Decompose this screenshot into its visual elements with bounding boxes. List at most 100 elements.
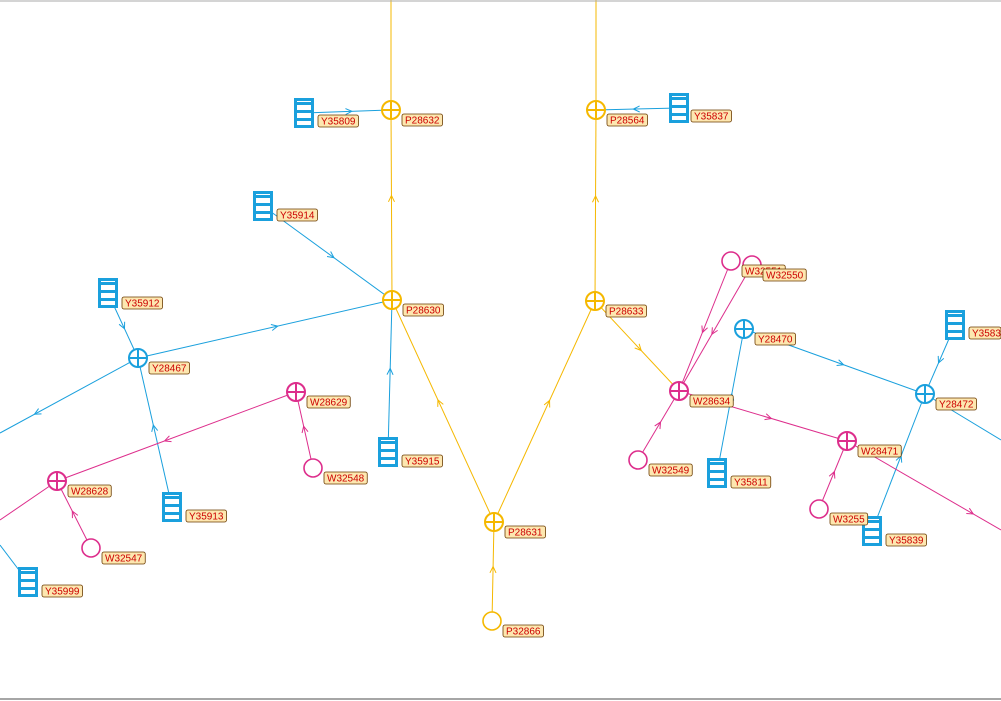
label-box	[605, 304, 647, 318]
cabinet-bar	[865, 528, 879, 531]
node-P28633[interactable]	[585, 291, 605, 311]
cabinet-bar	[297, 110, 311, 113]
node-W28629[interactable]	[286, 382, 306, 402]
node-Y35809[interactable]	[294, 98, 314, 128]
edge-arrow-icon	[937, 355, 945, 365]
edge-W32549-W28634	[637, 390, 680, 461]
cabinet-bar	[948, 322, 962, 325]
label-Y35809: Y35809	[317, 114, 359, 128]
edge-offscreen-4	[0, 480, 58, 521]
node-label: W28471	[861, 447, 899, 458]
node-label: W32547	[105, 554, 143, 565]
node-W32549[interactable]	[628, 450, 648, 470]
node-Y35913[interactable]	[162, 492, 182, 522]
node-label: W32550	[766, 271, 804, 282]
label-box	[754, 332, 796, 346]
edge-line	[56, 480, 92, 549]
cabinet-bar	[948, 314, 962, 317]
edge-W32547-W28628	[56, 480, 92, 549]
label-Y35912: Y35912	[121, 296, 163, 310]
node-Y28467[interactable]	[128, 348, 148, 368]
edge-arrow-icon	[387, 194, 395, 203]
edge-Y35913-Y28467	[137, 357, 173, 508]
node-label: W32548	[327, 474, 365, 485]
cabinet-bar	[710, 462, 724, 465]
node-label: P28633	[609, 307, 644, 318]
device-cabinet-icon	[378, 437, 398, 467]
node-Y35914[interactable]	[253, 191, 273, 221]
edge-offscreen-2	[0, 357, 139, 434]
terminal-circle-icon	[809, 499, 829, 519]
edge-arrow-icon	[654, 421, 662, 430]
edge-arrow-icon	[437, 398, 444, 407]
label-box	[323, 471, 368, 485]
label-P32866: P32866	[502, 624, 544, 638]
node-Y35912[interactable]	[98, 278, 118, 308]
device-cabinet-icon	[253, 191, 273, 221]
node-label: Y3583	[972, 329, 1001, 340]
edge-line	[493, 300, 596, 523]
label-box	[317, 114, 359, 128]
label-box	[935, 397, 977, 411]
edge-line	[871, 393, 926, 532]
label-W32550: W32550	[762, 268, 807, 282]
edge-arrow-icon	[764, 413, 773, 421]
edge-Y35915-P28630	[386, 299, 394, 453]
node-P28632[interactable]	[381, 100, 401, 120]
node-Y28470[interactable]	[734, 319, 754, 339]
node-label: P28632	[405, 116, 440, 127]
cabinet-bar	[710, 470, 724, 473]
terminal-circle-icon	[628, 450, 648, 470]
edge-arrow-icon	[634, 343, 642, 352]
label-Y35839: Y35839	[885, 533, 927, 547]
node-W32547[interactable]	[81, 538, 101, 558]
node-W32548[interactable]	[303, 458, 323, 478]
node-W28471[interactable]	[837, 431, 857, 451]
node-label: Y35809	[321, 117, 356, 128]
edge-line	[678, 260, 732, 392]
node-Y35915[interactable]	[378, 437, 398, 467]
terminal-circle-icon	[482, 611, 502, 631]
node-label: W32549	[652, 466, 690, 477]
cabinet-bar	[381, 457, 395, 460]
node-W28634[interactable]	[669, 381, 689, 401]
node-Y35999[interactable]	[18, 567, 38, 597]
node-Y35811[interactable]	[707, 458, 727, 488]
node-label: Y35914	[280, 211, 315, 222]
node-Y28472[interactable]	[915, 384, 935, 404]
node-P28630[interactable]	[382, 290, 402, 310]
label-box	[306, 395, 351, 409]
edge-line	[0, 357, 139, 434]
node-W32552[interactable]	[809, 499, 829, 519]
node-label: Y35837	[694, 112, 729, 123]
node-label: P28631	[508, 528, 543, 539]
node-label: Y28470	[758, 335, 793, 346]
cabinet-bar	[256, 203, 270, 206]
node-W28628[interactable]	[47, 471, 67, 491]
node-Y35837[interactable]	[669, 93, 689, 123]
node-label: Y35999	[45, 587, 80, 598]
node-P32866[interactable]	[482, 611, 502, 631]
label-box	[276, 208, 318, 222]
node-P28564[interactable]	[586, 100, 606, 120]
node-W32551[interactable]	[721, 251, 741, 271]
label-P28631: P28631	[504, 525, 546, 539]
label-W28628: W28628	[67, 484, 112, 498]
label-box	[689, 394, 734, 408]
edge-line	[595, 107, 680, 111]
terminal-circle-icon	[303, 458, 323, 478]
node-P28631[interactable]	[484, 512, 504, 532]
edge-P32866-P28631	[489, 521, 497, 622]
label-box	[121, 296, 163, 310]
edge-line	[56, 391, 297, 482]
label-box	[829, 512, 869, 526]
edge-P28630-P28632	[387, 109, 395, 301]
cabinet-bar	[381, 449, 395, 452]
label-P28633: P28633	[605, 304, 647, 318]
node-Y3583[interactable]	[945, 310, 965, 340]
label-box	[885, 533, 927, 547]
label-Y35913: Y35913	[185, 509, 227, 523]
device-cabinet-icon	[707, 458, 727, 488]
